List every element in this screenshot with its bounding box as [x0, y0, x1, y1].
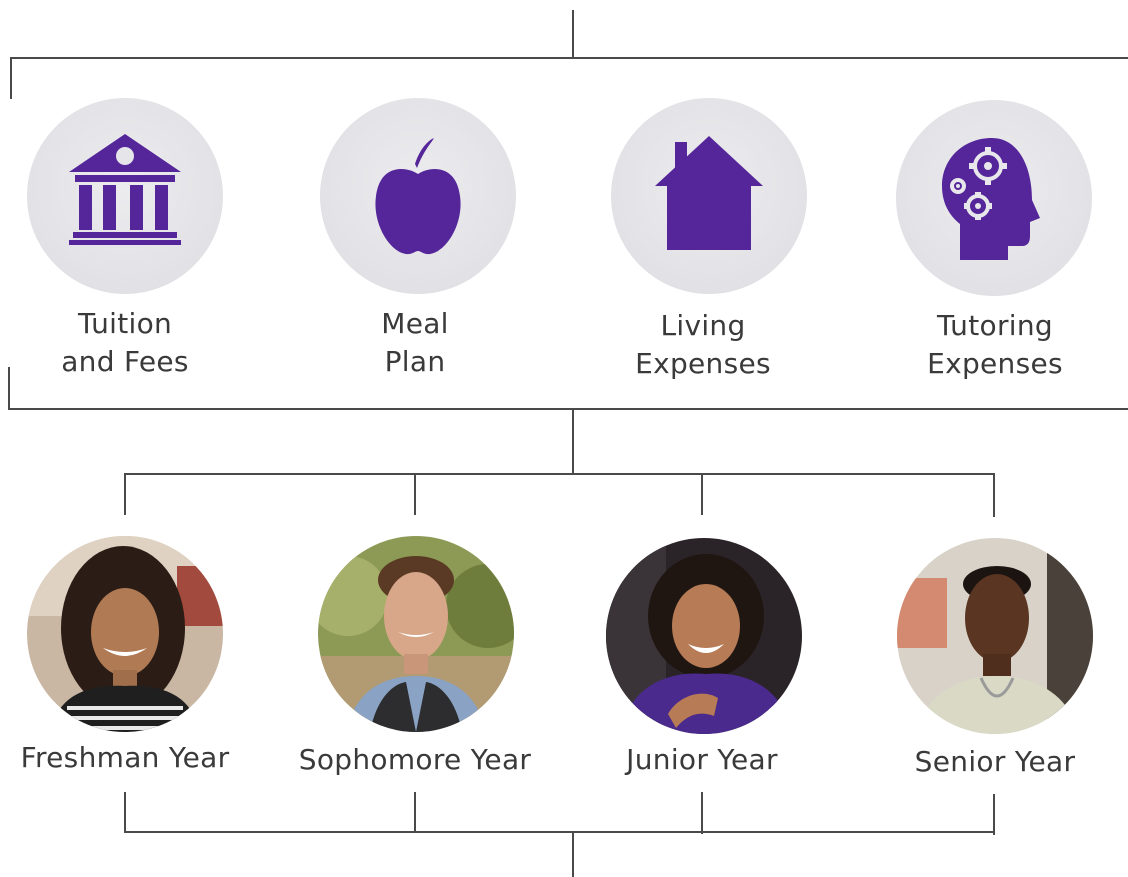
sophomore-student-photo [318, 536, 514, 732]
connector-top-stem [572, 10, 574, 58]
years-top-drop-3 [701, 473, 703, 515]
years-top-drop-1 [124, 473, 126, 515]
years-top-drop-4 [993, 473, 995, 517]
years-top-drop-2 [414, 473, 416, 515]
years-bottom-rise-3 [701, 792, 703, 834]
year-label-text: Junior Year [626, 743, 778, 776]
living-icon-circle [611, 98, 807, 294]
year-label-freshman: Freshman Year [0, 739, 250, 777]
junior-student-photo [606, 538, 802, 734]
expense-label-line2: Expenses [927, 347, 1063, 380]
years-bottom-rise-4 [993, 794, 995, 835]
tuition-icon-circle [27, 98, 223, 294]
years-top-bar [124, 473, 995, 475]
tutoring-icon-circle [896, 100, 1092, 296]
expense-label-living: Living Expenses [598, 307, 808, 383]
years-bottom-rise-2 [414, 792, 416, 832]
expense-label-line1: Tuition [77, 307, 173, 340]
senior-student-photo [897, 538, 1093, 734]
expense-label-line1: Living [660, 309, 746, 342]
expense-label-line1: Meal [381, 307, 449, 340]
bracket-expenses-left-top [10, 57, 12, 99]
expense-label-line2: and Fees [61, 345, 189, 378]
head-gears-icon [942, 138, 1040, 260]
expense-label-line2: Expenses [635, 347, 771, 380]
expense-label-line2: Plan [384, 345, 446, 378]
expense-label-meal: Meal Plan [310, 305, 520, 381]
year-label-text: Freshman Year [20, 741, 230, 774]
year-label-senior: Senior Year [870, 743, 1120, 781]
bank-building-icon [69, 134, 181, 245]
year-label-text: Senior Year [914, 745, 1076, 778]
expense-label-tuition: Tuition and Fees [20, 305, 230, 381]
bracket-expenses-top [10, 57, 1128, 59]
bracket-expenses-bottom [8, 408, 1128, 410]
year-label-junior: Junior Year [577, 741, 827, 779]
years-bottom-rise-1 [124, 792, 126, 832]
connector-bottom-stem [572, 832, 574, 877]
expense-label-tutoring: Tutoring Expenses [890, 307, 1100, 383]
meal-icon-circle [320, 98, 516, 294]
year-label-text: Sophomore Year [298, 743, 532, 776]
expense-label-line1: Tutoring [937, 309, 1053, 342]
bracket-expenses-left-bottom [8, 367, 10, 409]
year-label-sophomore: Sophomore Year [285, 741, 545, 779]
years-bottom-bar [124, 831, 995, 833]
connector-middle-stem [572, 409, 574, 473]
apple-icon [375, 138, 461, 255]
freshman-student-photo [27, 536, 223, 732]
house-icon [655, 136, 763, 250]
